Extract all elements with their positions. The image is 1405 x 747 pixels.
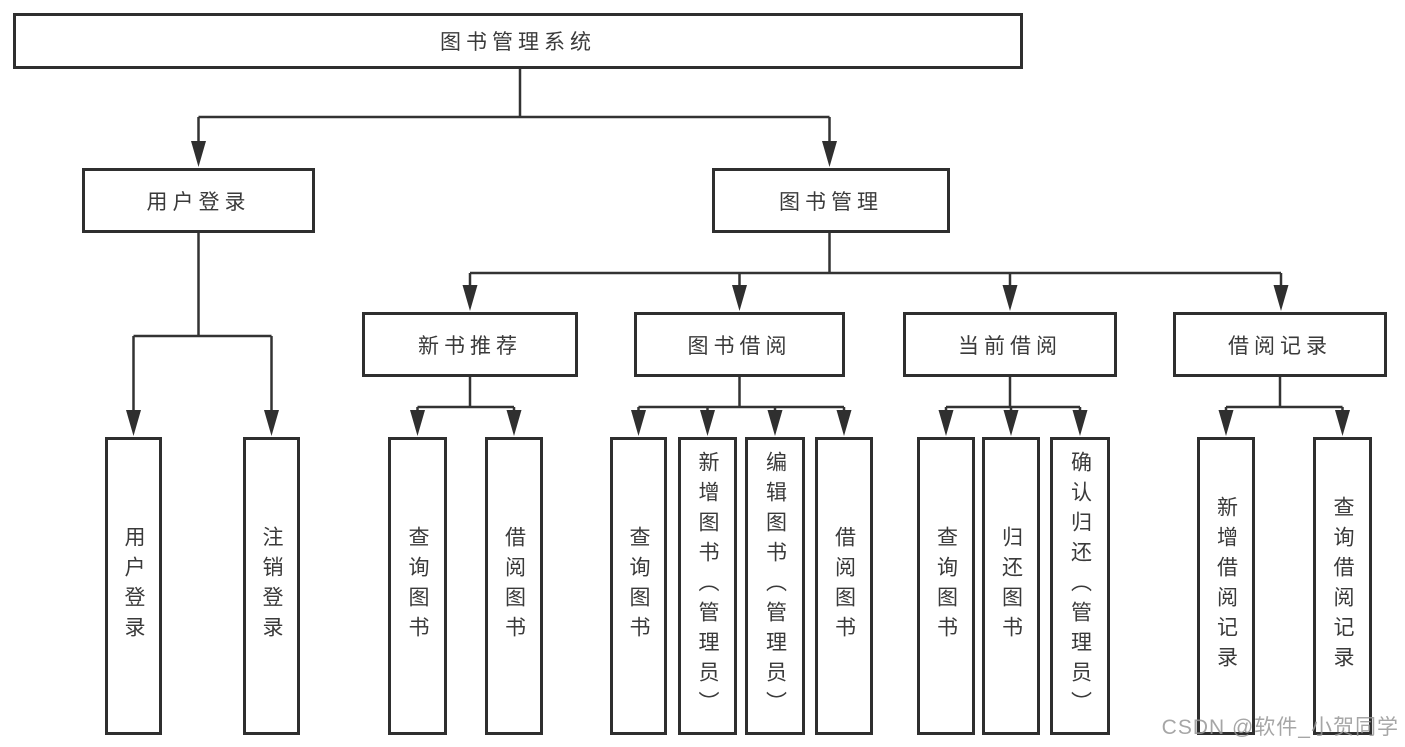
leaf-add-borrow-record: 新增借阅记录 [1197, 437, 1255, 735]
leaf-query-borrow-record: 查询借阅记录 [1313, 437, 1372, 735]
node-user-login: 用户登录 [82, 168, 315, 233]
leaf-query-borrow-record-label: 查询借阅记录 [1331, 496, 1354, 676]
leaf-query-books-borrowing-label: 查询图书 [627, 526, 650, 646]
node-current-borrowing: 当前借阅 [903, 312, 1117, 377]
leaf-edit-books-admin-label: 编辑图书（管理员） [763, 451, 787, 721]
leaf-logout-label: 注销登录 [260, 526, 283, 646]
node-book-borrowing: 图书借阅 [634, 312, 845, 377]
leaf-logout: 注销登录 [243, 437, 300, 735]
leaf-confirm-return-admin: 确认归还（管理员） [1050, 437, 1110, 735]
leaf-query-books-current-label: 查询图书 [934, 526, 958, 646]
leaf-query-books-current: 查询图书 [917, 437, 975, 735]
node-new-book-recommend: 新书推荐 [362, 312, 578, 377]
leaf-query-books-recommend: 查询图书 [388, 437, 447, 735]
leaf-borrow-books-label: 借阅图书 [832, 526, 856, 646]
node-library-system: 图书管理系统 [13, 13, 1023, 69]
leaf-return-books-label: 归还图书 [999, 526, 1023, 646]
leaf-confirm-return-admin-label: 确认归还（管理员） [1068, 451, 1092, 721]
leaf-user-login: 用户登录 [105, 437, 162, 735]
leaf-add-books-admin: 新增图书（管理员） [678, 437, 737, 735]
arrowheads [126, 141, 1350, 436]
node-borrow-records: 借阅记录 [1173, 312, 1387, 377]
leaf-add-books-admin-label: 新增图书（管理员） [696, 451, 719, 721]
leaf-borrow-books: 借阅图书 [815, 437, 873, 735]
leaf-borrow-books-recommend: 借阅图书 [485, 437, 543, 735]
leaf-add-borrow-record-label: 新增借阅记录 [1214, 496, 1238, 676]
leaf-user-login-label: 用户登录 [122, 526, 145, 646]
node-book-management: 图书管理 [712, 168, 950, 233]
leaf-query-books-recommend-label: 查询图书 [406, 526, 429, 646]
leaf-query-books-borrowing: 查询图书 [610, 437, 667, 735]
csdn-watermark: CSDN @软件_小贺同学 [1161, 716, 1399, 739]
leaf-borrow-books-recommend-label: 借阅图书 [502, 526, 526, 646]
leaf-edit-books-admin: 编辑图书（管理员） [745, 437, 805, 735]
leaf-return-books: 归还图书 [982, 437, 1040, 735]
